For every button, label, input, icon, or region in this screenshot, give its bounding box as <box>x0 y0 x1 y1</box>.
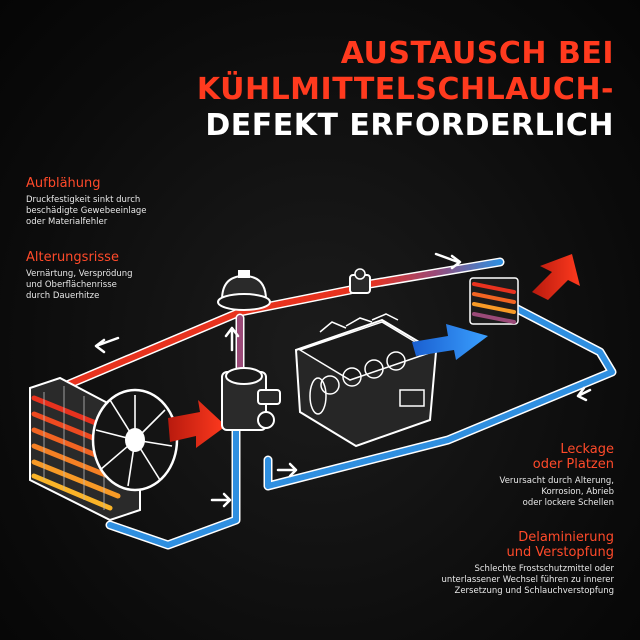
flow-arrow-icon <box>94 252 592 508</box>
page-title: AUSTAUSCH BEI KÜHLMITTELSCHLAUCH- DEFEKT… <box>197 36 614 144</box>
section-leckage: Leckage oder Platzen Verursacht durch Al… <box>500 442 614 509</box>
hose-fitting <box>349 268 371 294</box>
hot-arrow-icon <box>532 254 580 300</box>
thermostat <box>217 270 271 311</box>
heading-alterungsrisse: Alterungsrisse <box>26 250 119 265</box>
engine-block <box>294 313 438 448</box>
hot-hose <box>55 257 505 393</box>
hot-arrow-icon <box>168 400 226 448</box>
text-leckage: Verursacht durch Alterung, Korrosion, Ab… <box>499 476 614 508</box>
title-line-1: AUSTAUSCH BEI <box>340 36 614 71</box>
section-delaminierung: Delaminierung und Verstopfung Schlechte … <box>441 530 614 597</box>
heading-aufblaehung: Aufblähung <box>26 176 101 191</box>
text-aufblaehung: Druckfestigkeit sinkt durch beschädigte … <box>26 195 147 227</box>
cold-hose <box>105 295 617 550</box>
section-aufblaehung: Aufblähung Druckfestigkeit sinkt durch b… <box>26 176 147 228</box>
title-line-3: DEFEKT ERFORDERLICH <box>205 108 614 143</box>
fan <box>91 388 179 492</box>
text-alterungsrisse: Vernärtung, Versprödung und Oberflächenr… <box>26 269 133 301</box>
title-line-2: KÜHLMITTELSCHLAUCH- <box>196 72 614 107</box>
text-delaminierung: Schlechte Frostschutzmittel oder unterla… <box>441 564 614 596</box>
heading-delaminierung: Delaminierung und Verstopfung <box>506 530 614 560</box>
section-alterungsrisse: Alterungsrisse Vernärtung, Versprödung u… <box>26 250 133 302</box>
cold-arrow-icon <box>412 324 488 360</box>
heading-leckage: Leckage oder Platzen <box>532 442 614 472</box>
heater-core <box>469 277 519 325</box>
water-pump <box>221 367 281 431</box>
